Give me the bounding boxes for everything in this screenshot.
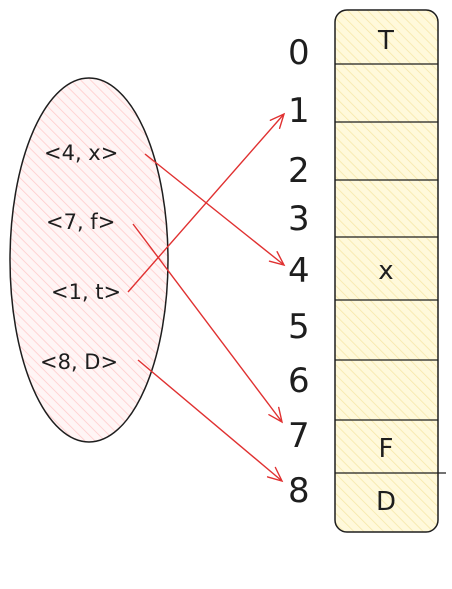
slot-value: F <box>379 434 394 464</box>
slot-index: 1 <box>288 91 310 131</box>
mapping-arrow <box>144 153 285 266</box>
slot-index: 7 <box>288 416 310 456</box>
mapping-arrow <box>127 113 285 293</box>
slot-value: T <box>377 26 394 56</box>
arrowhead <box>266 466 284 483</box>
pair-label: <7, f> <box>46 210 115 234</box>
mapping-arrows <box>127 112 286 483</box>
slot-index: 6 <box>288 361 310 401</box>
pair-label: <4, x> <box>44 141 118 165</box>
slot-index: 0 <box>288 33 310 73</box>
pair-labels: <4, x> <7, f> <1, t> <8, D> <box>40 141 121 374</box>
table-dividers <box>335 63 446 474</box>
arrowhead <box>268 251 286 267</box>
mapping-arrow <box>137 359 283 482</box>
slot-index: 5 <box>288 307 310 347</box>
slot-indices: 0 1 2 3 4 5 6 7 8 <box>288 33 310 511</box>
address-table <box>334 9 439 533</box>
slot-values: T x F D <box>376 26 396 517</box>
slot-index: 2 <box>288 151 310 191</box>
pair-label: <8, D> <box>40 350 118 374</box>
pair-label: <1, t> <box>51 280 121 304</box>
slot-index: 8 <box>288 471 310 511</box>
slot-index: 4 <box>288 251 310 291</box>
arrowhead <box>269 112 286 129</box>
slot-index: 3 <box>288 199 310 239</box>
arrowhead <box>268 406 284 424</box>
slot-value: D <box>376 487 396 517</box>
slot-value: x <box>378 256 393 286</box>
pair-set-ellipse <box>9 77 169 443</box>
